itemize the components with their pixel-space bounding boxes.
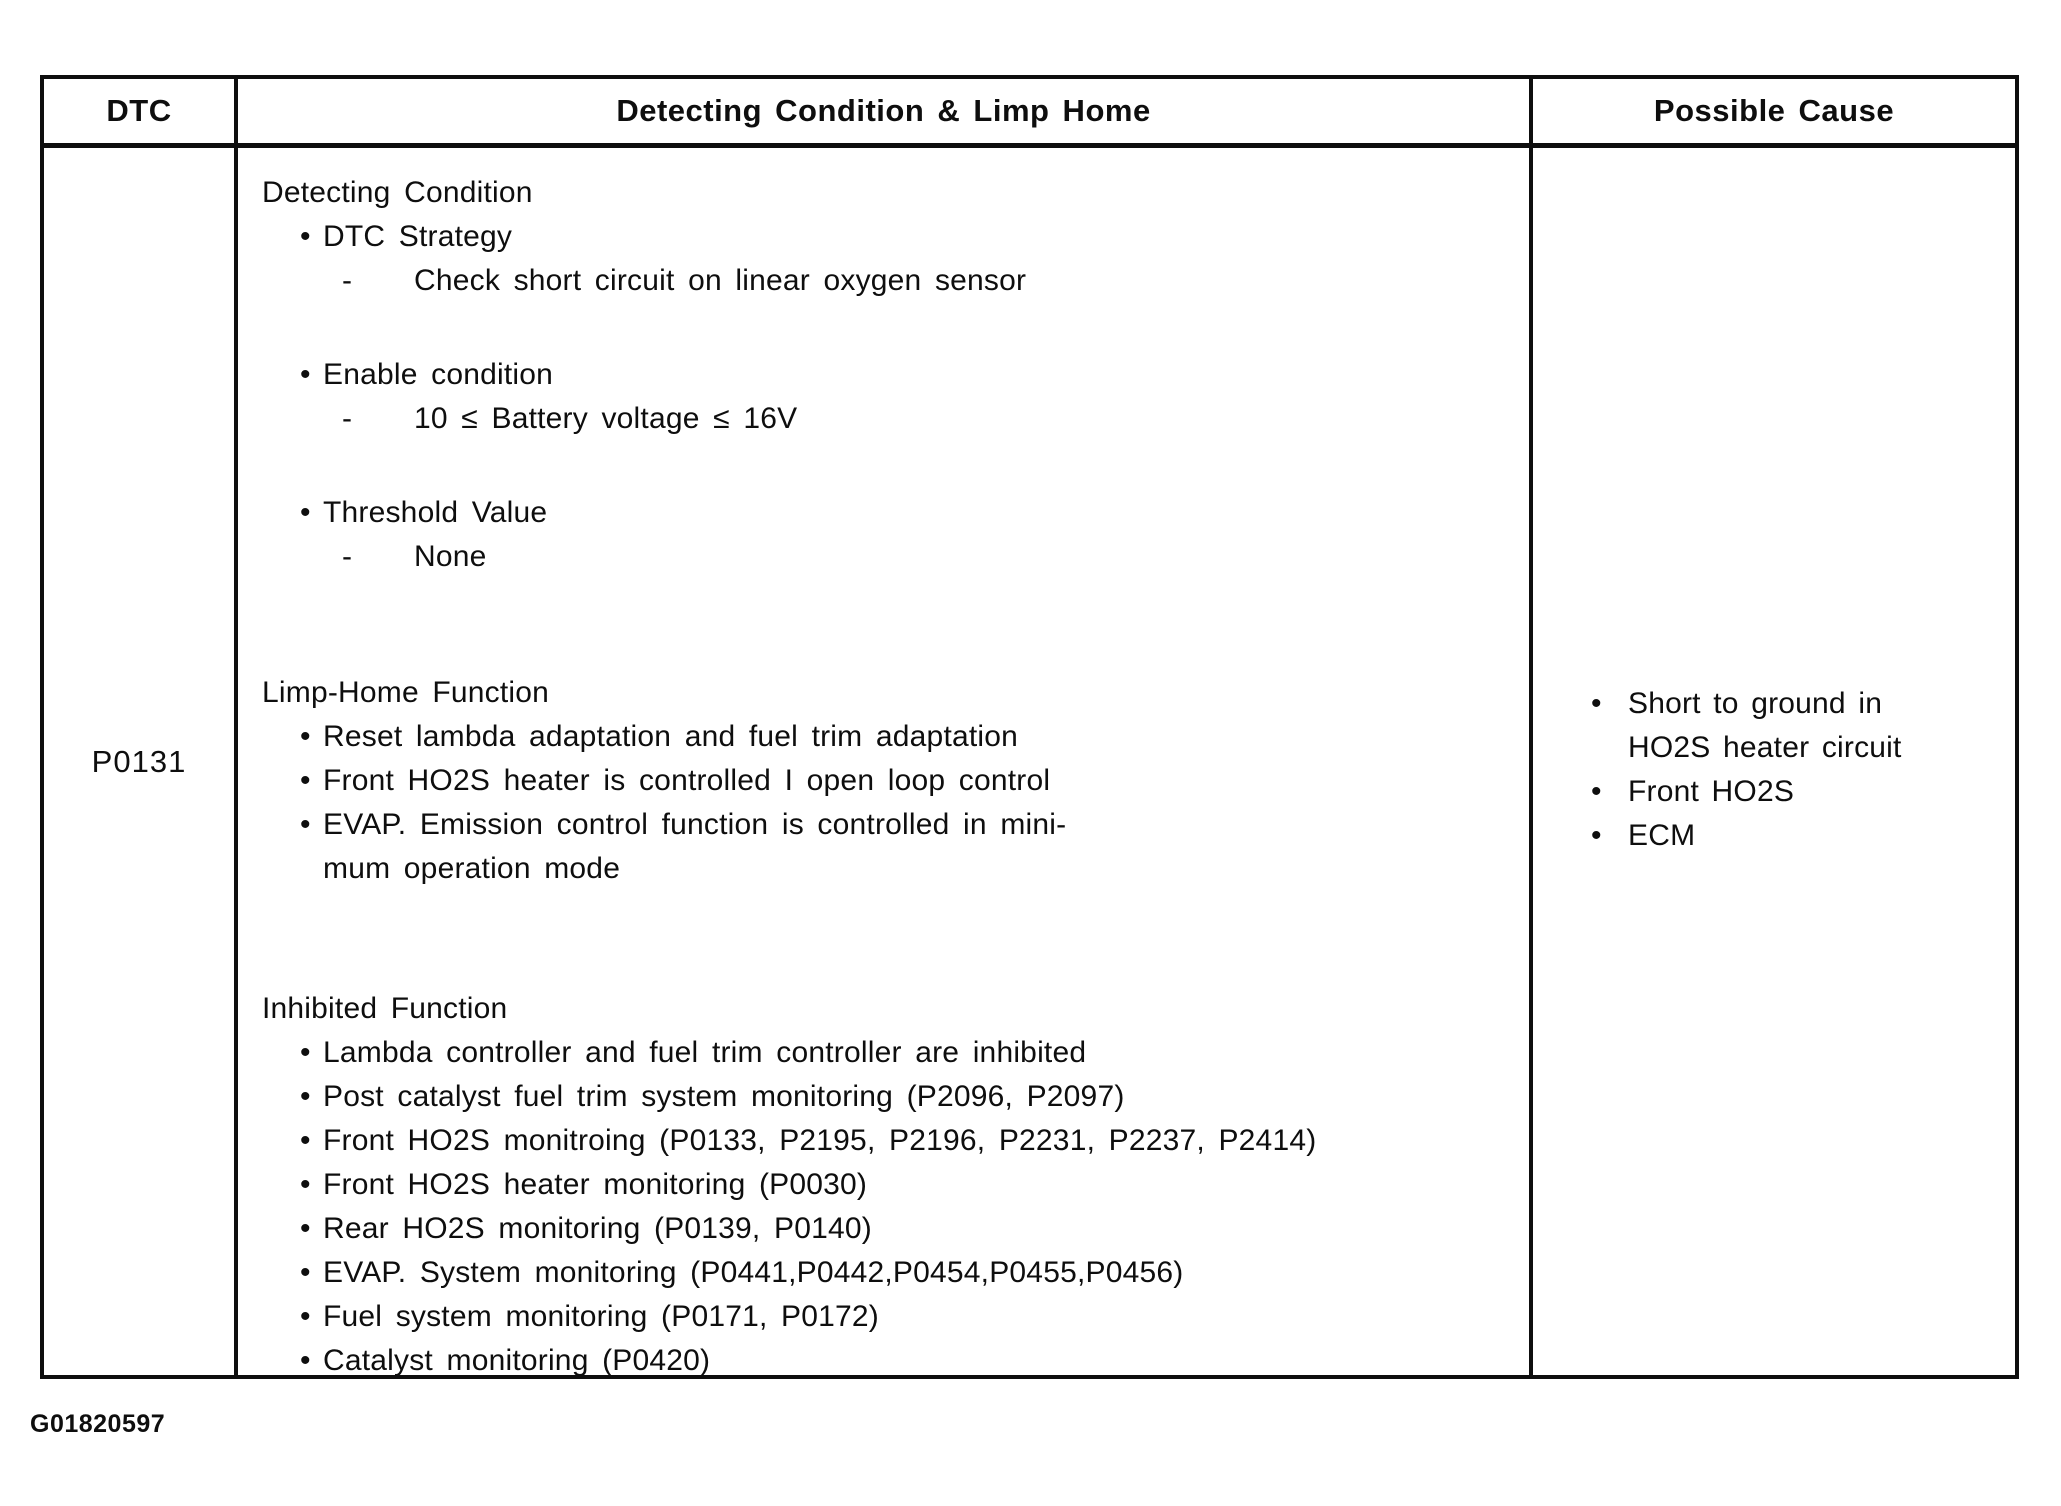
bullet-text: Fuel system monitoring (P0171, P0172)	[323, 1300, 879, 1333]
section-title-limp-home: Limp-Home Function	[262, 676, 550, 709]
section-title-detecting-condition: Detecting Condition	[262, 176, 533, 209]
bullet-text: Threshold Value	[323, 496, 548, 529]
bullet-item-front-ho2s-heater-monitoring: • Front HO2S heater monitoring (P0030)	[300, 1163, 1519, 1207]
sub-item-enable-condition: - 10 ≤ Battery voltage ≤ 16V	[342, 397, 1519, 441]
cause-text: Front HO2S	[1628, 774, 1795, 808]
table-row: P0131 Detecting Condition • DTC Strategy…	[44, 148, 2015, 1377]
bullet-icon: •	[300, 1344, 311, 1377]
bullet-text: EVAP. Emission control function is contr…	[323, 808, 1067, 841]
bullet-text: Enable condition	[323, 358, 554, 391]
bullet-icon: •	[300, 496, 311, 529]
bullet-icon: •	[300, 1124, 311, 1157]
bullet-text: Reset lambda adaptation and fuel trim ad…	[323, 720, 1019, 753]
dtc-table: DTC Detecting Condition & Limp Home Poss…	[40, 75, 2019, 1379]
bullet-text: Front HO2S heater is controlled I open l…	[323, 764, 1051, 797]
bullet-icon: •	[300, 358, 311, 391]
bullet-item-rear-ho2s-monitoring: • Rear HO2S monitoring (P0139, P0140)	[300, 1207, 1519, 1251]
cause-text: Short to ground in HO2S heater circuit	[1628, 682, 1902, 770]
bullet-text: EVAP. System monitoring (P0441,P0442,P04…	[323, 1256, 1184, 1289]
bullet-icon: •	[300, 1036, 311, 1069]
bullet-icon: •	[1591, 774, 1602, 808]
sub-item-text: Check short circuit on linear oxygen sen…	[414, 264, 1027, 297]
bullet-item-threshold-value: • Threshold Value	[300, 491, 1519, 535]
cause-item-short-to-ground: • Short to ground in HO2S heater circuit	[1591, 682, 2001, 770]
bullet-text: Lambda controller and fuel trim controll…	[323, 1036, 1087, 1069]
bullet-icon: •	[300, 1168, 311, 1201]
bullet-icon: •	[300, 220, 311, 253]
cause-text-line: HO2S heater circuit	[1628, 730, 1902, 764]
bullet-text: Front HO2S heater monitoring (P0030)	[323, 1168, 868, 1201]
possible-cause-cell: • Short to ground in HO2S heater circuit…	[1533, 148, 2015, 1375]
dash-icon: -	[342, 402, 353, 435]
bullet-item-fuel-system-monitoring: • Fuel system monitoring (P0171, P0172)	[300, 1295, 1519, 1339]
bullet-text: Catalyst monitoring (P0420)	[323, 1344, 711, 1377]
bullet-item-evap-system-monitoring: • EVAP. System monitoring (P0441,P0442,P…	[300, 1251, 1519, 1295]
cause-text: ECM	[1628, 818, 1696, 852]
bullet-text: Rear HO2S monitoring (P0139, P0140)	[323, 1212, 872, 1245]
bullet-icon: •	[300, 1080, 311, 1113]
bullet-icon: •	[300, 720, 311, 753]
sub-item-text: None	[414, 540, 487, 573]
bullet-icon: •	[300, 1300, 311, 1333]
cause-text-line: Short to ground in	[1628, 686, 1883, 720]
bullet-icon: •	[300, 1212, 311, 1245]
bullet-item-evap-emission: • EVAP. Emission control function is con…	[300, 803, 1519, 847]
header-detecting-condition: Detecting Condition & Limp Home	[238, 79, 1533, 143]
sub-item-dtc-strategy: - Check short circuit on linear oxygen s…	[342, 259, 1519, 303]
dash-icon: -	[342, 264, 353, 297]
table-header-row: DTC Detecting Condition & Limp Home Poss…	[44, 79, 2015, 148]
bullet-icon: •	[300, 764, 311, 797]
bullet-item-catalyst-monitoring: • Catalyst monitoring (P0420)	[300, 1339, 1519, 1383]
bullet-item-reset-lambda: • Reset lambda adaptation and fuel trim …	[300, 715, 1519, 759]
bullet-text: Post catalyst fuel trim system monitorin…	[323, 1080, 1125, 1113]
header-dtc: DTC	[44, 79, 238, 143]
bullet-text-wrap: mum operation mode	[323, 852, 621, 885]
figure-id: G01820597	[30, 1410, 166, 1438]
dtc-code-cell: P0131	[44, 148, 238, 1375]
bullet-item-front-ho2s-monitoring: • Front HO2S monitroing (P0133, P2195, P…	[300, 1119, 1519, 1163]
bullet-item-front-ho2s-heater: • Front HO2S heater is controlled I open…	[300, 759, 1519, 803]
bullet-text: Front HO2S monitroing (P0133, P2195, P21…	[323, 1124, 1317, 1157]
bullet-item-dtc-strategy: • DTC Strategy	[300, 215, 1519, 259]
detecting-condition-cell: Detecting Condition • DTC Strategy - Che…	[238, 148, 1533, 1377]
dtc-code: P0131	[91, 743, 187, 779]
sub-item-text: 10 ≤ Battery voltage ≤ 16V	[414, 402, 798, 435]
bullet-icon: •	[1591, 686, 1602, 720]
dash-icon: -	[342, 540, 353, 573]
bullet-item-lambda-controller: • Lambda controller and fuel trim contro…	[300, 1031, 1519, 1075]
cause-item-front-ho2s: • Front HO2S	[1591, 770, 2001, 814]
bullet-item-post-catalyst: • Post catalyst fuel trim system monitor…	[300, 1075, 1519, 1119]
bullet-icon: •	[300, 808, 311, 841]
section-title-inhibited-function: Inhibited Function	[262, 992, 508, 1025]
bullet-icon: •	[1591, 818, 1602, 852]
bullet-item-enable-condition: • Enable condition	[300, 353, 1519, 397]
header-possible-cause: Possible Cause	[1653, 93, 1895, 128]
bullet-icon: •	[300, 1256, 311, 1289]
cause-item-ecm: • ECM	[1591, 814, 2001, 858]
bullet-text: DTC Strategy	[323, 220, 513, 253]
sub-item-threshold-value: - None	[342, 535, 1519, 579]
